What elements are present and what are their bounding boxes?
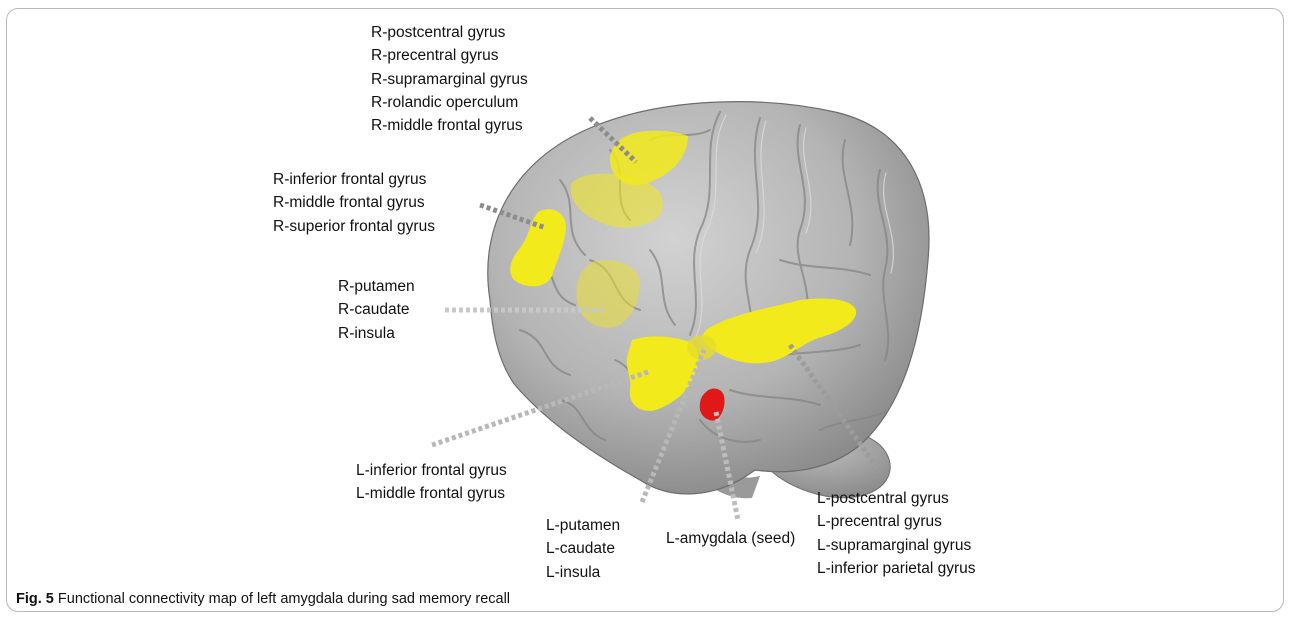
label-line: L-inferior frontal gyrus — [356, 459, 507, 482]
label-line: R-inferior frontal gyrus — [273, 168, 435, 191]
label-line: R-precentral gyrus — [371, 44, 528, 67]
label-left-sensorimotor: L-postcentral gyrus L-precentral gyrus L… — [817, 487, 976, 580]
label-line: L-amygdala (seed) — [666, 527, 795, 550]
label-seed: L-amygdala (seed) — [666, 527, 795, 550]
caption-text: Functional connectivity map of left amyg… — [58, 591, 510, 607]
label-line: L-insula — [546, 561, 620, 584]
label-line: L-postcentral gyrus — [817, 487, 976, 510]
label-line: R-supramarginal gyrus — [371, 68, 528, 91]
label-line: R-caudate — [338, 298, 415, 321]
label-line: L-middle frontal gyrus — [356, 482, 507, 505]
label-line: R-superior frontal gyrus — [273, 215, 435, 238]
figure-caption: Fig. 5 Functional connectivity map of le… — [16, 591, 510, 607]
label-right-striatum: R-putamen R-caudate R-insula — [338, 275, 415, 345]
label-line: L-inferior parietal gyrus — [817, 557, 976, 580]
label-line: L-putamen — [546, 514, 620, 537]
label-line: R-rolandic operculum — [371, 91, 528, 114]
caption-label: Fig. 5 — [16, 591, 54, 607]
label-line: L-precentral gyrus — [817, 510, 976, 533]
label-left-frontal: L-inferior frontal gyrus L-middle fronta… — [356, 459, 507, 506]
label-right-frontal: R-inferior frontal gyrus R-middle fronta… — [273, 168, 435, 238]
label-line: R-postcentral gyrus — [371, 21, 528, 44]
label-left-striatum: L-putamen L-caudate L-insula — [546, 514, 620, 584]
label-line: L-caudate — [546, 537, 620, 560]
label-line: R-middle frontal gyrus — [273, 191, 435, 214]
label-line: R-putamen — [338, 275, 415, 298]
label-line: R-insula — [338, 322, 415, 345]
brain-hemisphere — [488, 102, 929, 494]
label-line: L-supramarginal gyrus — [817, 534, 976, 557]
label-line: R-middle frontal gyrus — [371, 114, 528, 137]
label-right-sensorimotor: R-postcentral gyrus R-precentral gyrus R… — [371, 21, 528, 137]
